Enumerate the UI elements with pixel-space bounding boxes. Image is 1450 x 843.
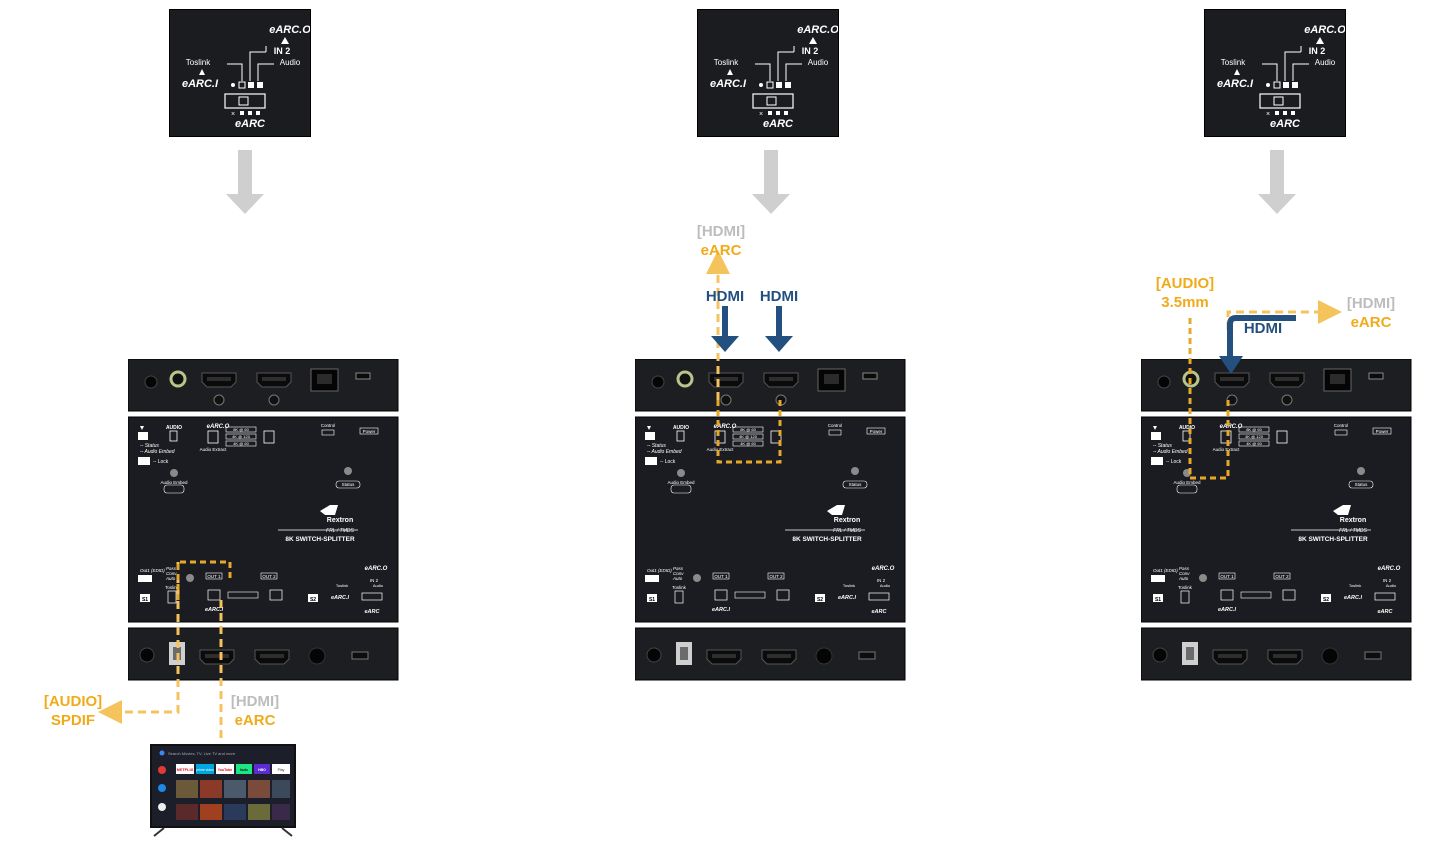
switch-splitter-device — [1141, 359, 1413, 683]
switch-panel-diagram — [709, 23, 838, 131]
switch-panel-diagram — [181, 23, 310, 131]
tv-icon: Search Movies, TV, Live TV and more NETF… — [150, 744, 296, 837]
label-line: [AUDIO] — [43, 693, 103, 710]
label-line: eARC — [700, 242, 742, 259]
svg-text:Play: Play — [278, 768, 285, 772]
hdmi-earc-label: [HDMI] eARC — [222, 692, 288, 730]
switch-panel-scenario1 — [170, 10, 310, 136]
label-line: SPDIF — [50, 712, 96, 729]
label-line: eARC — [234, 712, 276, 729]
svg-text:HBO: HBO — [258, 768, 266, 772]
switch-splitter-device — [128, 359, 400, 683]
svg-text:YouTube: YouTube — [218, 768, 233, 772]
label-line: [HDMI] — [230, 693, 280, 710]
switch-panel-scenario2 — [698, 10, 838, 136]
hdmi-input-label: HDMI — [705, 288, 745, 305]
audio-35mm-label: [AUDIO] 3.5mm — [1148, 274, 1222, 312]
down-arrow-icon — [1258, 150, 1296, 214]
hdmi-earc-label: [HDMI] eARC — [1338, 294, 1404, 332]
hdmi-earc-label: [HDMI] eARC — [688, 222, 754, 260]
down-arrow-icon — [752, 150, 790, 214]
down-arrow-icon — [226, 150, 264, 214]
svg-text:prime video: prime video — [196, 768, 214, 772]
label-line: [HDMI] — [1346, 295, 1396, 312]
switch-splitter-device — [635, 359, 907, 683]
hdmi-input-label: HDMI — [759, 288, 799, 305]
svg-text:Search Movies, TV, Live TV and: Search Movies, TV, Live TV and more — [168, 751, 236, 756]
switch-panel-scenario3 — [1205, 10, 1345, 136]
label-line: [HDMI] — [696, 223, 746, 240]
switch-panel-diagram — [1216, 23, 1345, 131]
svg-text:NETFLIX: NETFLIX — [177, 767, 194, 772]
label-line: 3.5mm — [1161, 294, 1209, 311]
label-line: [AUDIO] — [1155, 275, 1215, 292]
label-line: eARC — [1350, 314, 1392, 331]
svg-text:hulu: hulu — [240, 768, 247, 772]
hdmi-input-label: HDMI — [1243, 320, 1283, 337]
audio-spdif-label: [AUDIO] SPDIF — [38, 692, 108, 730]
